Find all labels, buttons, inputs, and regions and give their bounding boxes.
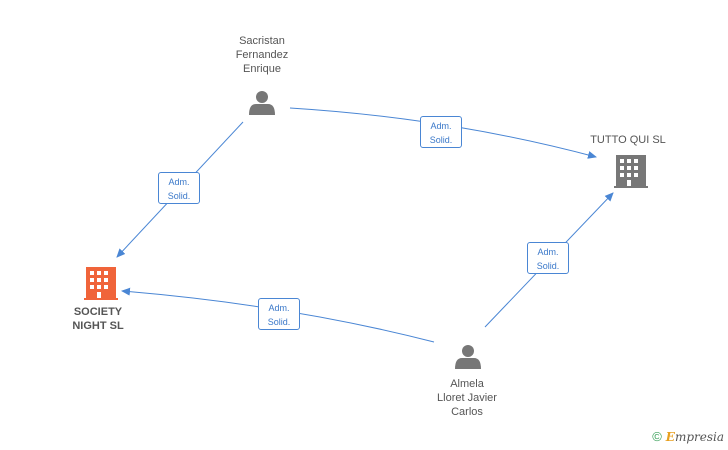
building-icon-society[interactable] — [84, 267, 118, 300]
building-icon-tutto[interactable] — [614, 155, 648, 188]
copyright-symbol: © — [652, 429, 662, 444]
node-label-almela[interactable]: Almela Lloret Javier Carlos — [437, 378, 497, 418]
edge-label-almela-society[interactable]: Adm. Solid. — [258, 298, 300, 330]
edge-label-sacristan-society[interactable]: Adm. Solid. — [158, 172, 200, 204]
edge-label-sacristan-tutto[interactable]: Adm. Solid. — [420, 116, 462, 148]
person-icon-almela[interactable] — [455, 345, 481, 369]
node-label-society[interactable]: SOCIETY NIGHT SL — [72, 306, 124, 332]
person-icon-sacristan[interactable] — [249, 91, 275, 115]
footer-brand: © Empresia — [652, 429, 724, 444]
edge-label-almela-tutto[interactable]: Adm. Solid. — [527, 242, 569, 274]
node-label-sacristan[interactable]: Sacristan Fernandez Enrique — [235, 35, 289, 75]
node-label-tutto[interactable]: TUTTO QUI SL — [590, 134, 666, 146]
empresia-logo[interactable]: Empresia — [665, 429, 724, 444]
